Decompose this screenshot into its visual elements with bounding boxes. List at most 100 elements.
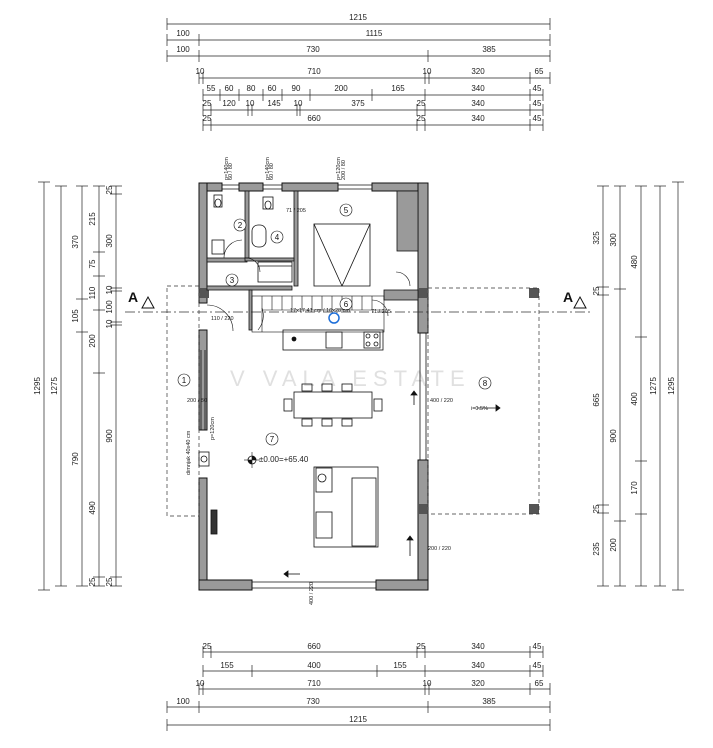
entry-door-label: 110 / 220 [211, 316, 234, 322]
chimney [198, 451, 218, 535]
dim-left-c5-0: 25 [105, 185, 114, 194]
door-swings [206, 239, 411, 332]
dim-bot-r1-2: 25 [417, 642, 426, 651]
dim-bot-r1-1: 660 [307, 642, 321, 651]
dim-bot-r2-4: 45 [533, 661, 542, 670]
dim-right-c1-3: 25 [592, 504, 601, 513]
windows [200, 184, 427, 589]
dim-top-r7-3: 340 [471, 114, 485, 123]
dim-bot-r4-2: 385 [482, 697, 496, 706]
marker-icon [328, 312, 340, 324]
dim-top-r2-0: 100 [176, 29, 190, 38]
window-1-height: p=140cm [224, 157, 230, 180]
dim-right-c3-0: 480 [630, 255, 639, 269]
section-marker-left: A [128, 289, 138, 305]
left-dimension-texts: 1295 1275 370 105 790 215 75 110 200 490… [33, 185, 114, 586]
dim-top-r5-4: 90 [292, 84, 301, 93]
elevation-marker: ±0.00=+65.40 [244, 452, 309, 468]
dim-right-c1-2: 665 [592, 393, 601, 407]
dim-top-r2-1: 1115 [366, 29, 383, 38]
dim-top-r6-6: 25 [417, 99, 426, 108]
direction-arrows [283, 390, 501, 578]
dim-top-r7-1: 660 [307, 114, 321, 123]
dim-left-c5-5: 900 [105, 429, 114, 443]
dim-bot-r2-3: 340 [471, 661, 485, 670]
dim-right-c1-4: 235 [592, 542, 601, 556]
dim-right-c2-0: 300 [609, 233, 618, 247]
dim-left-c5-6: 25 [105, 577, 114, 586]
dim-left-c4-4: 490 [88, 501, 97, 515]
dim-right-c3-2: 170 [630, 481, 639, 495]
stair-note: 17x17.41 cm / 16x28 cm [290, 308, 350, 314]
room-6-label: 6 [344, 300, 349, 309]
dim-top-r6-0: 25 [203, 99, 212, 108]
dim-bot-r4-1: 730 [306, 697, 320, 706]
dim-bot-r4-0: 100 [176, 697, 190, 706]
terrace-outline [166, 285, 540, 517]
dim-right-c3-1: 400 [630, 392, 639, 406]
dim-right-c1-0: 325 [592, 231, 601, 245]
section-line: A A [125, 289, 590, 313]
kitchen-counter [282, 312, 384, 351]
chimney-label: dimnjak 40x40 cm [186, 430, 192, 475]
dim-top-r6-5: 375 [351, 99, 365, 108]
dim-top-r6-8: 45 [533, 99, 542, 108]
interior-walls [206, 190, 419, 331]
bed [313, 223, 371, 287]
dim-left-c5-2: 10 [105, 285, 114, 294]
dim-left-c1-0: 1295 [33, 377, 42, 395]
dim-right-c2-1: 900 [609, 429, 618, 443]
dining-table [283, 383, 383, 427]
dim-top-r4-0: 10 [196, 67, 205, 76]
dim-bot-r1-0: 25 [203, 642, 212, 651]
dim-top-r7-4: 45 [533, 114, 542, 123]
dim-top-r4-4: 65 [535, 67, 544, 76]
dim-top-r7-0: 25 [203, 114, 212, 123]
dim-left-c4-2: 110 [88, 286, 97, 299]
dim-left-c3-1: 105 [71, 309, 80, 323]
dim-top-r3-0: 100 [176, 45, 190, 54]
dim-bot-r2-2: 155 [393, 661, 407, 670]
room-7-label: 7 [270, 435, 275, 444]
window-9-label: 200 / 220 [428, 546, 451, 552]
dim-left-c3-2: 790 [71, 452, 80, 466]
dim-bot-r3-2: 10 [423, 679, 432, 688]
dim-top-r4-1: 710 [307, 67, 321, 76]
right-dimension-texts: 325 25 665 25 235 300 900 200 480 400 17… [592, 231, 676, 556]
room-labels: 1 2 3 4 5 6 7 8 [177, 203, 492, 446]
dim-top-r4-3: 320 [471, 67, 485, 76]
dim-right-c2-2: 200 [609, 538, 618, 552]
dim-top-r5-6: 165 [391, 84, 405, 93]
dim-top-r6-7: 340 [471, 99, 485, 108]
dim-left-c3-0: 370 [71, 235, 80, 249]
bottom-dimension-texts: 25 660 25 340 45 155 400 155 340 45 10 7… [176, 642, 544, 724]
dim-left-c2-0: 1275 [50, 377, 59, 395]
dim-bot-r3-4: 65 [535, 679, 544, 688]
window-7-height: p=120cm [210, 417, 216, 440]
door-4-label: 71 / 205 [286, 208, 306, 214]
window-3-height: p=120cm [336, 157, 342, 180]
dim-left-c4-0: 215 [88, 212, 97, 226]
dim-bot-r3-1: 710 [307, 679, 321, 688]
dim-left-c5-4: 10 [105, 319, 114, 328]
room-4-label: 4 [275, 233, 280, 242]
room-1-label: 1 [182, 376, 187, 385]
dim-right-c4-0: 1275 [649, 377, 658, 395]
dim-top-r6-3: 145 [267, 99, 281, 108]
dim-top-r5-1: 60 [225, 84, 234, 93]
dim-top-r3-1: 730 [306, 45, 320, 54]
dim-top-r6-1: 120 [222, 99, 236, 108]
dim-top-r5-5: 200 [334, 84, 348, 93]
bottom-dimension-chains [166, 646, 551, 731]
window-2-height: p=140cm [265, 157, 271, 180]
sink-1-icon [211, 239, 225, 255]
dim-left-c5-1: 300 [105, 234, 114, 248]
dim-left-c4-5: 25 [88, 577, 97, 586]
dim-bot-r2-1: 400 [307, 661, 321, 670]
window-10-label: 400 / 220 [309, 582, 315, 605]
dim-left-c4-3: 200 [88, 334, 97, 348]
bathroom-fixtures [211, 194, 293, 283]
staircase [251, 295, 385, 333]
room-3-label: 3 [230, 276, 235, 285]
dim-bot-r2-0: 155 [220, 661, 234, 670]
